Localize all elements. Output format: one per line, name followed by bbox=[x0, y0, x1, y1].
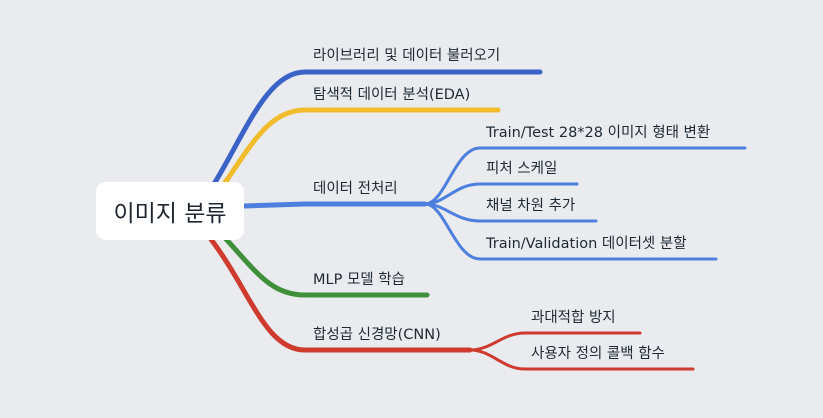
node-channel-dim-label[interactable]: 채널 차원 추가 bbox=[486, 198, 576, 214]
connector-mlp bbox=[222, 235, 430, 298]
node-custom-callback-label[interactable]: 사용자 정의 콜백 함수 bbox=[531, 346, 665, 362]
branch-preprocessing-label[interactable]: 데이터 전처리 bbox=[313, 181, 398, 197]
root-label: 이미지 분류 bbox=[113, 201, 227, 227]
node-reshape-label[interactable]: Train/Test 28*28 이미지 형태 변환 bbox=[486, 125, 711, 141]
node-feature-scale-label[interactable]: 피처 스케일 bbox=[486, 161, 558, 177]
connector-reshape bbox=[423, 146, 747, 206]
connector-custom-callback bbox=[468, 348, 695, 371]
node-train-val-split-label[interactable]: Train/Validation 데이터셋 분할 bbox=[486, 236, 687, 252]
root-node[interactable]: 이미지 분류 bbox=[96, 182, 244, 240]
branch-eda-label[interactable]: 탐색적 데이터 분석(EDA) bbox=[313, 87, 471, 103]
branch-mlp-label[interactable]: MLP 모델 학습 bbox=[313, 272, 405, 288]
node-overfitting-label[interactable]: 과대적합 방지 bbox=[531, 310, 616, 326]
connector-train-val-split bbox=[423, 202, 718, 261]
connector-preprocessing bbox=[241, 201, 428, 209]
connector-cnn bbox=[207, 235, 473, 353]
branch-cnn-label[interactable]: 합성곱 신경망(CNN) bbox=[313, 327, 441, 343]
branch-library-load-label[interactable]: 라이브러리 및 데이터 불러오기 bbox=[313, 48, 501, 64]
